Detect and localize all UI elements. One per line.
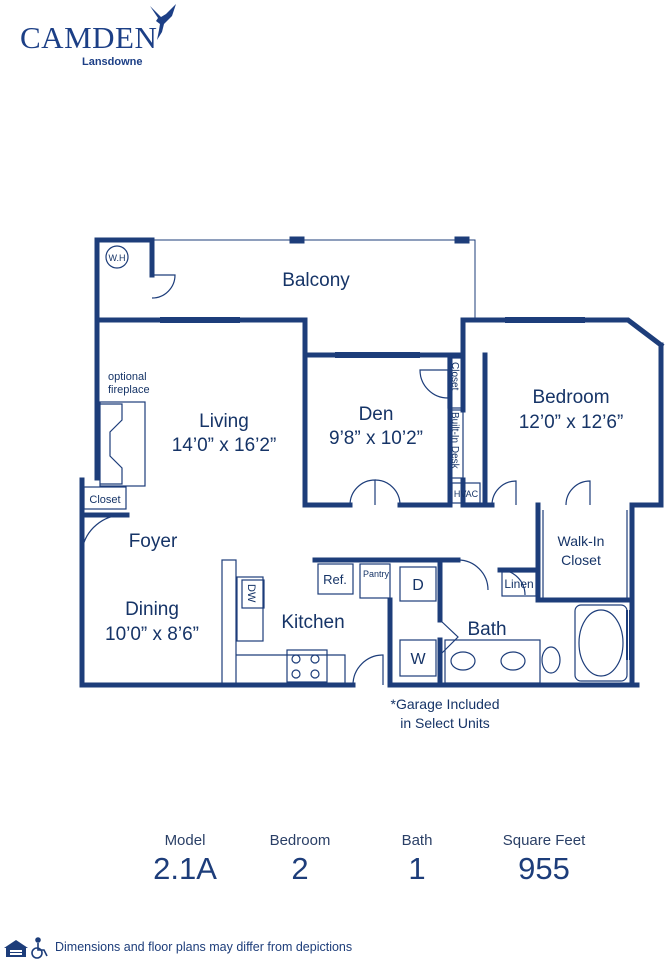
foyer-closet bbox=[83, 486, 127, 510]
bath-label: Bath bbox=[467, 619, 506, 640]
window-den bbox=[335, 352, 420, 358]
den-dim: 9’8” x 10’2” bbox=[329, 428, 423, 449]
den-closet-box bbox=[447, 357, 464, 409]
balcony-post-2 bbox=[454, 236, 470, 244]
garage-note-line2: in Select Units bbox=[400, 715, 490, 731]
hvac-label: HVAC bbox=[454, 489, 479, 499]
wheelchair-icon bbox=[31, 937, 48, 959]
foyer-closet-label: Closet bbox=[89, 494, 120, 506]
bath-count-label: Bath bbox=[401, 832, 433, 849]
dining-label: Dining bbox=[125, 599, 179, 620]
dw-label: DW bbox=[245, 584, 257, 603]
bedroom-dim: 12’0” x 12’6” bbox=[519, 412, 624, 433]
washer-label: W bbox=[410, 651, 426, 668]
window-bed bbox=[505, 317, 585, 323]
disclaimer-text: Dimensions and floor plans may differ fr… bbox=[55, 940, 353, 954]
kitchen-label: Kitchen bbox=[281, 612, 344, 633]
foyer-label: Foyer bbox=[129, 531, 178, 552]
pantry-label: Pantry bbox=[363, 569, 390, 579]
dryer-label: D bbox=[412, 577, 424, 594]
dishwasher bbox=[241, 579, 265, 609]
plan-stats: Model 2.1A Bedroom 2 Bath 1 Square Feet … bbox=[0, 832, 667, 892]
walkin-label-2: Closet bbox=[561, 552, 601, 568]
stat-model: Model 2.1A bbox=[140, 832, 230, 887]
door-wh bbox=[151, 274, 176, 299]
fireplace-hearth bbox=[99, 401, 146, 487]
built-in-desk-label: Built-In Desk bbox=[449, 412, 460, 470]
door-linen bbox=[499, 569, 526, 596]
den-closet-label: Closet bbox=[449, 362, 460, 391]
counter-left bbox=[221, 559, 237, 686]
sink-1 bbox=[450, 651, 476, 671]
stat-bedroom: Bedroom 2 bbox=[255, 832, 345, 887]
linen-box bbox=[501, 571, 537, 597]
sqft-label: Square Feet bbox=[502, 832, 586, 849]
counter-bottom bbox=[236, 654, 346, 683]
optional-label: optional bbox=[108, 371, 147, 383]
garage-note-line1: *Garage Included bbox=[390, 696, 500, 712]
sqft-value: 955 bbox=[518, 851, 570, 886]
model-value: 2.1A bbox=[153, 851, 217, 886]
door-bed-1 bbox=[491, 480, 517, 506]
door-den-1 bbox=[349, 479, 376, 506]
bird-icon bbox=[146, 4, 176, 40]
bedroom-label: Bedroom bbox=[532, 387, 609, 408]
door-den-closet bbox=[419, 369, 449, 399]
bedroom-count-label: Bedroom bbox=[269, 832, 331, 849]
door-entry bbox=[81, 514, 125, 551]
wall-kitchen-right bbox=[387, 597, 640, 688]
dryer-box bbox=[399, 566, 437, 602]
community-name: Lansdowne bbox=[82, 56, 143, 68]
balcony-rail bbox=[152, 239, 476, 320]
fridge bbox=[317, 563, 354, 595]
walkin-label-1: Walk-In bbox=[558, 533, 605, 549]
water-heater bbox=[105, 245, 129, 269]
garage-note: *Garage Included in Select Units bbox=[380, 695, 510, 733]
footer: Dimensions and floor plans may differ fr… bbox=[2, 935, 422, 959]
door-bed-2 bbox=[565, 480, 591, 506]
bath-count-value: 1 bbox=[408, 851, 426, 886]
equal-housing-icon bbox=[4, 940, 28, 957]
living-label: Living bbox=[199, 411, 249, 432]
sink-2 bbox=[500, 651, 526, 671]
tub-basin bbox=[578, 609, 624, 677]
den-label: Den bbox=[359, 404, 394, 425]
ref-label: Ref. bbox=[323, 572, 347, 587]
model-label: Model bbox=[164, 832, 206, 849]
bedroom-count-value: 2 bbox=[291, 851, 309, 886]
range bbox=[286, 649, 328, 683]
window-living bbox=[160, 317, 240, 323]
linen-label: Linen bbox=[504, 577, 533, 591]
fireplace-label: fireplace bbox=[108, 384, 150, 396]
wh-label: W.H bbox=[109, 253, 126, 263]
walkin-shelf bbox=[542, 510, 628, 598]
door-kitchen bbox=[352, 654, 384, 686]
wall-hvac bbox=[460, 352, 488, 508]
balcony-post-1 bbox=[289, 236, 305, 244]
stat-bath: Bath 1 bbox=[372, 832, 462, 887]
counter-sink bbox=[236, 576, 264, 642]
toilet bbox=[541, 646, 561, 674]
tub bbox=[574, 604, 628, 682]
laundry-divider bbox=[439, 619, 459, 656]
door-den-2 bbox=[374, 479, 401, 506]
door-bath bbox=[457, 559, 489, 591]
dining-dim: 10’0” x 8’6” bbox=[105, 624, 199, 645]
fireplace-firebox bbox=[100, 403, 123, 485]
washer-box bbox=[399, 639, 437, 677]
hvac-box bbox=[451, 482, 481, 504]
brand-name: CAMDEN bbox=[20, 20, 158, 55]
pantry-box bbox=[359, 563, 391, 599]
camden-logo: CAMDEN Lansdowne bbox=[20, 2, 190, 72]
wall-bed-top bbox=[460, 317, 665, 349]
built-in-desk-box bbox=[449, 409, 464, 479]
living-dim: 14’0” x 16’2” bbox=[172, 435, 277, 456]
stat-sqft: Square Feet 955 bbox=[488, 832, 600, 887]
vanity bbox=[444, 639, 541, 684]
balcony-label: Balcony bbox=[282, 270, 350, 291]
